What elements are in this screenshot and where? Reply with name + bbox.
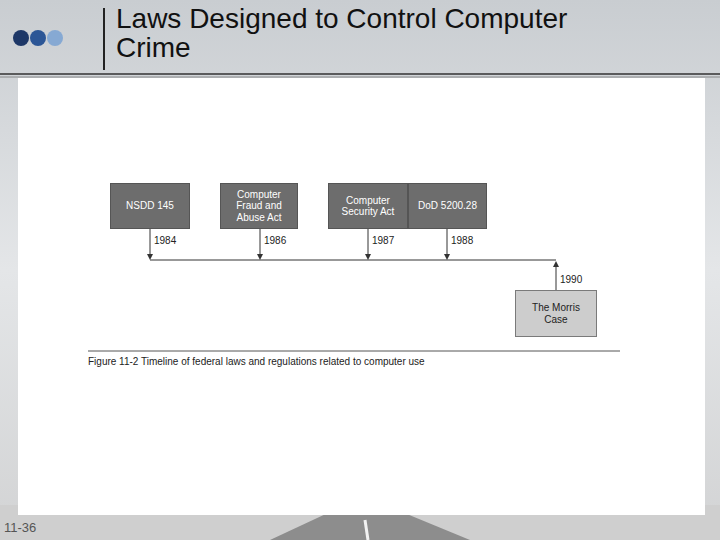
timeline-tick bbox=[447, 229, 448, 255]
arrowhead bbox=[444, 254, 450, 260]
year-label: 1984 bbox=[154, 235, 176, 246]
bullet-dot bbox=[47, 30, 63, 46]
timeline-axis bbox=[150, 260, 556, 261]
timeline-tick bbox=[368, 229, 369, 255]
timeline-tick bbox=[260, 229, 261, 255]
arrowhead bbox=[257, 254, 263, 260]
arrowhead bbox=[147, 254, 153, 260]
content-panel bbox=[18, 78, 705, 515]
road-marking bbox=[365, 520, 368, 540]
arrowhead bbox=[365, 254, 371, 260]
bullet-dot bbox=[30, 30, 46, 46]
title-rule bbox=[0, 77, 720, 78]
box-label: Computer Fraud and Abuse Act bbox=[225, 189, 293, 224]
timeline-tick bbox=[556, 266, 557, 290]
timeline-box: Computer Security Act bbox=[328, 183, 408, 229]
title-rule bbox=[0, 73, 720, 75]
year-label: 1990 bbox=[560, 274, 582, 285]
title-divider bbox=[103, 8, 105, 70]
timeline-box: The Morris Case bbox=[515, 290, 597, 337]
figure-caption: Figure 11-2 Timeline of federal laws and… bbox=[88, 356, 425, 367]
year-label: 1986 bbox=[264, 235, 286, 246]
caption-rule bbox=[88, 351, 620, 352]
box-label: Computer Security Act bbox=[333, 195, 403, 218]
year-label: 1987 bbox=[372, 235, 394, 246]
year-label: 1988 bbox=[451, 235, 473, 246]
box-label: The Morris Case bbox=[520, 302, 592, 325]
box-label: NSDD 145 bbox=[126, 200, 174, 212]
timeline-box: NSDD 145 bbox=[110, 183, 190, 229]
timeline-box: Computer Fraud and Abuse Act bbox=[220, 183, 298, 229]
timeline-box: DoD 5200.28 bbox=[408, 183, 487, 229]
slide-title: Laws Designed to Control Computer Crime bbox=[116, 4, 606, 63]
box-label: DoD 5200.28 bbox=[418, 200, 477, 212]
timeline-tick bbox=[150, 229, 151, 255]
bullet-dot bbox=[13, 30, 29, 46]
arrowhead bbox=[553, 261, 559, 267]
slide-number: 11-36 bbox=[4, 520, 36, 535]
